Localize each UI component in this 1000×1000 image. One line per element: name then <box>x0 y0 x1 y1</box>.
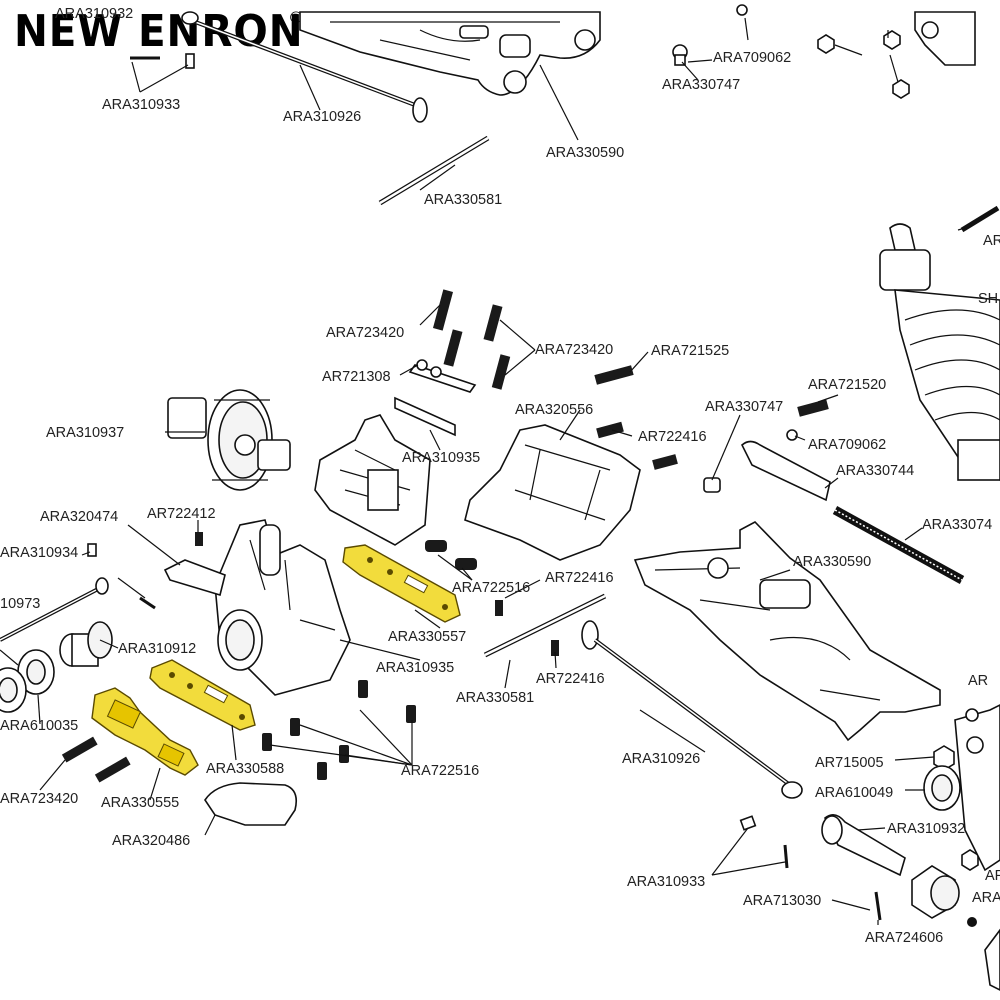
part-label: ARA722516 <box>452 580 530 596</box>
rear-hub-parts <box>739 704 1000 991</box>
part-label: ARA330744 <box>836 463 914 479</box>
rear-brace <box>464 424 641 561</box>
part-labels: ARA310932 ARA310933 ARA310926 ARA330590 … <box>0 6 1000 946</box>
part-label: AF <box>985 868 1000 884</box>
part-label: ARA310935 <box>402 450 480 466</box>
top-driveshaft <box>181 11 428 123</box>
part-label: ARA723420 <box>0 791 78 807</box>
part-label: ARA330588 <box>206 761 284 777</box>
differential <box>167 389 291 491</box>
part-label: ARA330581 <box>424 192 502 208</box>
part-label: 10973 <box>0 596 40 612</box>
leader-lines <box>0 17 966 925</box>
part-label: ARA709062 <box>713 50 791 66</box>
top-rod <box>378 135 490 206</box>
yellow-arm-mount-lower <box>149 659 256 731</box>
part-label: ARA330555 <box>101 795 179 811</box>
part-label: ARA310934 <box>0 545 78 561</box>
part-label: AR722416 <box>545 570 614 586</box>
part-label: ARA721520 <box>808 377 886 393</box>
chassis-plate <box>163 532 226 597</box>
part-label: ARA330747 <box>705 399 783 415</box>
part-label: ARA310935 <box>376 660 454 676</box>
part-label: ARA722516 <box>401 763 479 779</box>
part-label: ARA709062 <box>808 437 886 453</box>
part-label: ARA310937 <box>46 425 124 441</box>
part-label: ARA330581 <box>456 690 534 706</box>
part-label: ARA723420 <box>535 342 613 358</box>
part-label: SH <box>978 291 998 307</box>
upper-gearbox-housing <box>314 414 431 546</box>
part-label: AR721308 <box>322 369 391 385</box>
part-label: ARA310933 <box>627 874 705 890</box>
bearings <box>0 649 55 713</box>
part-label: AR722416 <box>536 671 605 687</box>
part-label: ARA320556 <box>515 402 593 418</box>
part-label: ARA724606 <box>865 930 943 946</box>
part-label: ARA320474 <box>40 509 118 525</box>
part-label: AR722416 <box>638 429 707 445</box>
mid-rod <box>483 593 607 658</box>
part-label: AR <box>983 233 1000 249</box>
part-label: AR722412 <box>147 506 216 522</box>
part-label: ARA310926 <box>622 751 700 767</box>
part-label: AR <box>968 673 988 689</box>
left-screws <box>61 736 131 783</box>
bottom-screws <box>262 680 416 780</box>
part-label: ARA330590 <box>793 554 871 570</box>
mid-right-screws <box>594 365 829 493</box>
mid-small-screws <box>425 540 559 656</box>
pinion-gear <box>59 621 113 667</box>
shock-absorber <box>879 223 1000 481</box>
top-screws <box>408 289 511 393</box>
shim-plate <box>394 396 456 437</box>
part-label: ARA723420 <box>326 325 404 341</box>
brand-logo: NEW ENRON <box>14 6 304 57</box>
part-label: ARA310926 <box>283 109 361 125</box>
part-label: AR715005 <box>815 755 884 771</box>
yellow-arm-mount-upper <box>342 544 461 623</box>
part-label: ARA610035 <box>0 718 78 734</box>
part-label: ARA330747 <box>662 77 740 93</box>
part-label: ARA330557 <box>388 629 466 645</box>
lower-gearbox-housing <box>214 519 351 696</box>
part-label: ARA713030 <box>743 893 821 909</box>
turnbuckle <box>741 440 965 584</box>
part-label: ARA310932 <box>55 6 133 22</box>
part-label: ARA <box>972 890 1000 906</box>
top-right-hardware <box>672 4 1000 233</box>
mid-driveshaft <box>581 620 803 799</box>
part-label: ARA320486 <box>112 833 190 849</box>
left-driveshaft <box>0 543 156 642</box>
part-label: ARA330590 <box>546 145 624 161</box>
part-label: ARA310932 <box>887 821 965 837</box>
top-suspension-arm <box>299 11 601 96</box>
part-label: ARA610049 <box>815 785 893 801</box>
rear-suspension-arm <box>633 521 941 742</box>
part-label: ARA721525 <box>651 343 729 359</box>
part-label: ARA33074 <box>922 517 992 533</box>
part-label: ARA310912 <box>118 641 196 657</box>
gasket <box>204 782 298 826</box>
part-label: ARA310933 <box>102 97 180 113</box>
yellow-hub-carrier <box>91 687 199 776</box>
top-pins <box>130 53 195 69</box>
